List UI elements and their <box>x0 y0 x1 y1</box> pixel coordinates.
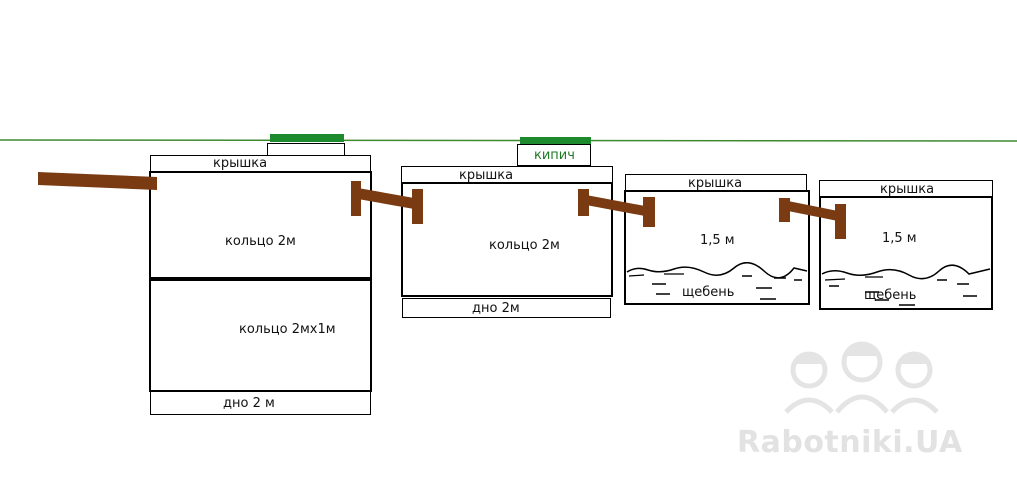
inlet-pipe <box>38 172 157 190</box>
pipe-tank3-tank4 <box>779 198 846 239</box>
tank-2-brick-label: кипич <box>534 148 575 163</box>
tank-1-bottom-label: дно 2 м <box>223 396 275 411</box>
tank-1-bottom: дно 2 м <box>150 391 371 415</box>
tank-2-hatch-cover <box>520 137 591 145</box>
tank-4-gravel-pattern <box>821 264 991 306</box>
tank-1-lid-label: крышка <box>213 156 268 171</box>
tank-1-ring-lower-label: кольцо 2мх1м <box>239 322 336 337</box>
tank-3-lid-label: крышка <box>688 176 743 191</box>
tank-2-brick-neck: кипич <box>517 144 591 166</box>
tank-1-hatch-cover <box>270 134 344 142</box>
tank-4-lid-label: крышка <box>880 182 935 197</box>
tank-3-height-label: 1,5 м <box>700 233 735 248</box>
tank-2-bottom-label: дно 2м <box>472 301 520 316</box>
pipe-tank1-tank2 <box>351 181 423 224</box>
pipe-tank2-tank3 <box>578 189 655 227</box>
tank-1-ring-upper: кольцо 2м <box>149 171 372 279</box>
tank-1-ring-upper-label: кольцо 2м <box>225 234 296 249</box>
tank-2-bottom: дно 2м <box>402 298 611 318</box>
tank-4-height-label: 1,5 м <box>882 231 917 246</box>
tank-3-gravel-label: щебень <box>682 285 735 300</box>
watermark-text: Rabotniki.UA <box>737 425 963 460</box>
tank-2-lid-label: крышка <box>459 168 514 183</box>
tank-2-ring-label: кольцо 2м <box>489 238 560 253</box>
tank-2-ring: кольцо 2м <box>401 182 613 297</box>
tank-3-gravel-pattern <box>626 262 808 300</box>
tank-3-well: 1,5 м щебень <box>624 190 810 305</box>
three-workers-helmet-icon <box>784 341 939 414</box>
